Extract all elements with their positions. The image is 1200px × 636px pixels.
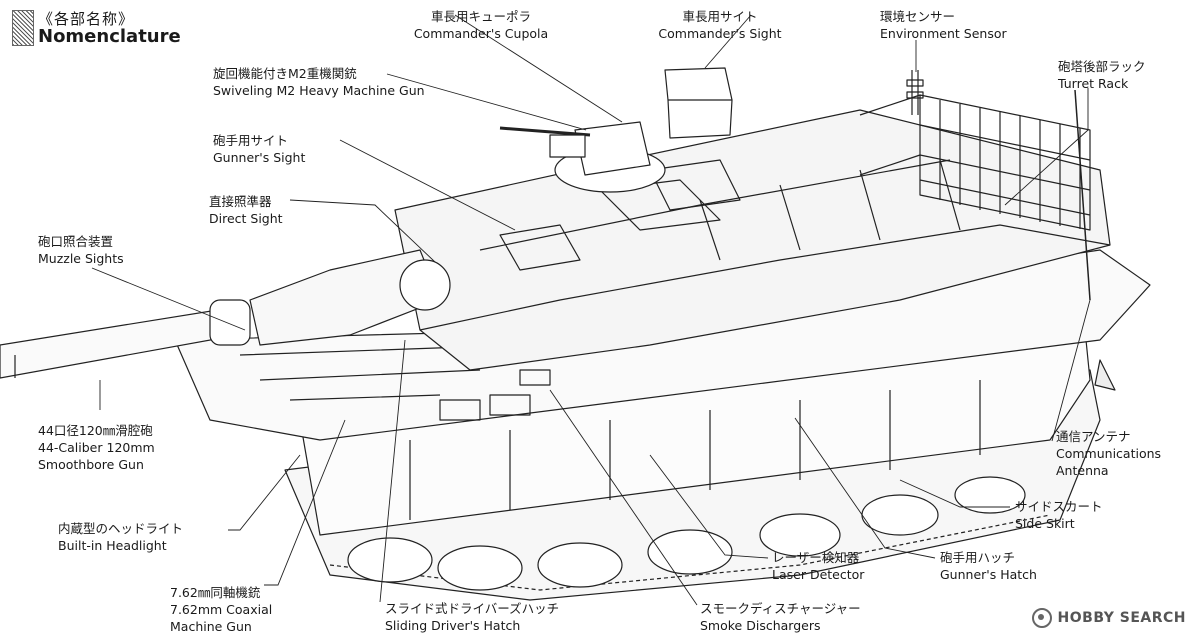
label-main-gun: 44口径120㎜滑腔砲 44-Caliber 120mm Smoothbore … <box>38 422 155 473</box>
hobby-search-logo-icon <box>1031 608 1052 628</box>
label-jp: 直接照準器 <box>209 194 272 209</box>
commanders-sight-drawing <box>664 67 733 139</box>
label-en-line1: Communications <box>1056 446 1162 461</box>
label-en: Direct Sight <box>209 211 283 226</box>
label-jp: 通信アンテナ <box>1056 429 1131 444</box>
watermark: HOBBY SEARCH <box>1031 608 1186 628</box>
label-side-skirt: サイドスカート Side Skirt <box>1015 498 1103 532</box>
label-commanders-sight: 車長用サイト Commander's Sight <box>650 8 790 42</box>
label-jp: スモークディスチャージャー <box>700 601 861 616</box>
watermark-text: HOBBY SEARCH <box>1057 610 1186 626</box>
label-en: Environment Sensor <box>880 26 1007 41</box>
label-en: Built-in Headlight <box>58 538 167 553</box>
label-en: Gunner's Hatch <box>940 567 1037 582</box>
label-jp: 44口径120㎜滑腔砲 <box>38 423 153 438</box>
label-jp: サイドスカート <box>1015 499 1103 514</box>
label-jp: 環境センサー <box>880 9 956 24</box>
label-gunners-hatch: 砲手用ハッチ Gunner's Hatch <box>940 549 1037 583</box>
label-gunners-sight: 砲手用サイト Gunner's Sight <box>213 132 305 166</box>
label-en: Turret Rack <box>1058 76 1129 91</box>
label-commanders-cupola: 車長用キューポラ Commander's Cupola <box>402 8 560 42</box>
label-jp: 旋回機能付きM2重機関銃 <box>213 66 357 81</box>
label-en-line1: 44-Caliber 120mm <box>38 440 155 455</box>
header-title-jp: 《各部名称》 <box>38 10 135 28</box>
header-hatch-mark <box>12 10 34 46</box>
label-communications-antenna: 通信アンテナ Communications Antenna <box>1056 428 1161 479</box>
label-m2-machine-gun: 旋回機能付きM2重機関銃 Swiveling M2 Heavy Machine … <box>213 65 425 99</box>
label-en-line1: 7.62mm Coaxial <box>170 602 273 617</box>
label-jp: 砲手用サイト <box>213 133 289 148</box>
label-muzzle-sights: 砲口照合装置 Muzzle Sights <box>38 233 124 267</box>
label-sliding-drivers-hatch: スライド式ドライバーズハッチ Sliding Driver's Hatch <box>385 600 559 634</box>
label-en: Commander's Sight <box>658 26 782 41</box>
turret-rack-drawing <box>859 94 1091 231</box>
cupola-m2-drawing <box>499 121 666 193</box>
label-laser-detector: レーザー検知器 Laser Detector <box>772 549 864 583</box>
label-en: Swiveling M2 Heavy Machine Gun <box>213 83 425 98</box>
label-jp: 砲手用ハッチ <box>940 550 1016 565</box>
label-en: Muzzle Sights <box>38 251 124 266</box>
label-en-line2: Machine Gun <box>170 619 252 634</box>
env-sensor-drawing <box>906 70 924 115</box>
main-gun-drawing <box>0 249 451 379</box>
antenna-drawing <box>1074 89 1091 301</box>
label-coaxial-machine-gun: 7.62㎜同軸機銃 7.62mm Coaxial Machine Gun <box>170 584 272 635</box>
label-en: Gunner's Sight <box>213 150 306 165</box>
header-title-en: Nomenclature <box>38 26 181 47</box>
label-built-in-headlight: 内蔵型のヘッドライト Built-in Headlight <box>58 520 183 554</box>
label-jp: 7.62㎜同軸機銃 <box>170 585 261 600</box>
label-turret-rack: 砲塔後部ラック Turret Rack <box>1058 58 1146 92</box>
label-en: Commander's Cupola <box>413 26 549 41</box>
label-jp: 砲塔後部ラック <box>1058 59 1146 74</box>
label-jp: 車長用サイト <box>682 9 758 24</box>
label-jp: 砲口照合装置 <box>38 234 114 249</box>
label-en-line2: Smoothbore Gun <box>38 457 144 472</box>
label-en-line2: Antenna <box>1056 463 1109 478</box>
label-jp: 内蔵型のヘッドライト <box>58 521 184 536</box>
label-en: Side Skirt <box>1015 516 1075 531</box>
label-direct-sight: 直接照準器 Direct Sight <box>209 193 283 227</box>
label-en: Smoke Dischargers <box>700 618 821 633</box>
leader-lines <box>91 14 1091 606</box>
label-en: Sliding Driver's Hatch <box>385 618 521 633</box>
label-smoke-dischargers: スモークディスチャージャー Smoke Dischargers <box>700 600 861 634</box>
label-environment-sensor: 環境センサー Environment Sensor <box>880 8 1007 42</box>
label-en: Laser Detector <box>772 567 865 582</box>
label-jp: 車長用キューポラ <box>430 9 531 24</box>
rear-flap-drawing <box>1094 359 1116 391</box>
label-jp: レーザー検知器 <box>772 550 860 565</box>
label-jp: スライド式ドライバーズハッチ <box>385 601 560 616</box>
